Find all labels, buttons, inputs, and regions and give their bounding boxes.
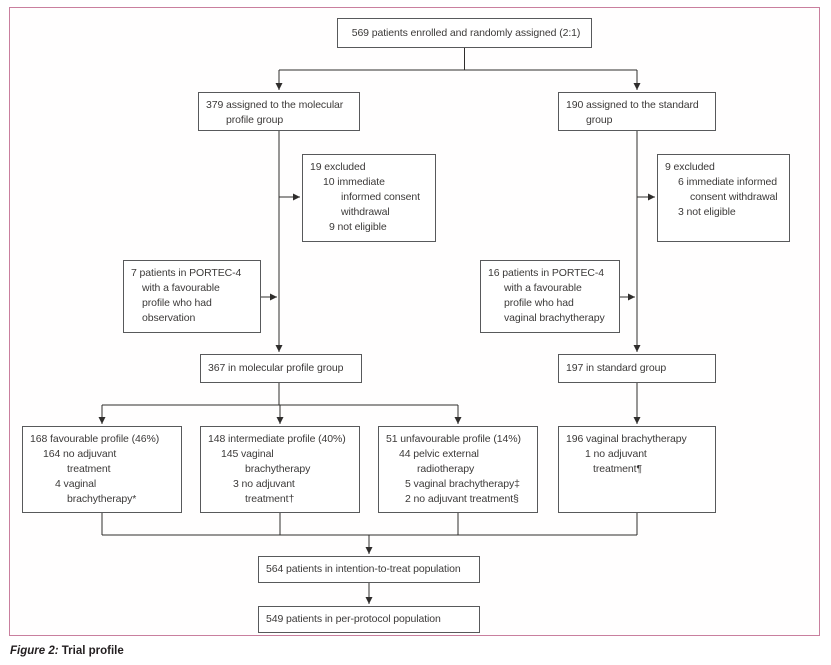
flow-box-line: 51 unfavourable profile (14%) (386, 433, 521, 445)
flow-box-line: profile group (226, 114, 284, 126)
flow-box-std-portec4: 16 patients in PORTEC-4 with a favourabl… (480, 260, 620, 333)
flow-box-unfavourable-profile: 51 unfavourable profile (14%) 44 pelvic … (378, 426, 538, 513)
flow-box-line: 564 patients in intention-to-treat popul… (266, 563, 461, 575)
flow-box-line: with a favourable (142, 282, 220, 294)
flow-box-line: 197 in standard group (566, 362, 667, 374)
flow-box-line: 168 favourable profile (46%) (30, 433, 160, 445)
flow-box-line: 3 no adjuvant (233, 478, 295, 490)
flow-box-favourable-profile: 168 favourable profile (46%) 164 no adju… (22, 426, 182, 513)
flow-box-line: 10 immediate (323, 176, 385, 188)
flow-box-std-treatment: 196 vaginal brachytherapy 1 no adjuvant … (558, 426, 716, 513)
flow-box-line: profile who had (504, 297, 574, 309)
flow-box-intermediate-profile: 148 intermediate profile (40%) 145 vagin… (200, 426, 360, 513)
flow-box-line: 379 assigned to the molecular (206, 99, 344, 111)
flow-box-line: observation (142, 312, 196, 324)
flow-box-line: consent withdrawal (690, 191, 778, 203)
flow-box-line: vaginal brachytherapy (504, 312, 605, 324)
flow-box-line: 196 vaginal brachytherapy (566, 433, 687, 445)
flow-box-line: 1 no adjuvant (585, 448, 647, 460)
flow-box-line: 3 not eligible (678, 206, 736, 218)
flow-box-line: radiotherapy (417, 463, 475, 475)
flow-box-line: treatment (67, 463, 111, 475)
flow-box-itt-population: 564 patients in intention-to-treat popul… (258, 556, 480, 583)
flow-box-line: treatment† (245, 493, 295, 505)
flow-box-line: 19 excluded (310, 161, 366, 173)
flow-box-line: 44 pelvic external (399, 448, 479, 460)
flow-box-per-protocol-population: 549 patients in per-protocol population (258, 606, 480, 633)
flow-box-line: 145 vaginal (221, 448, 274, 460)
flow-box-line: with a favourable (504, 282, 582, 294)
flow-box-line: 164 no adjuvant (43, 448, 117, 460)
flow-box-mol-excluded: 19 excluded 10 immediate informed consen… (302, 154, 436, 242)
flow-box-mol-group: 367 in molecular profile group (200, 354, 362, 383)
flow-box-line: treatment¶ (593, 463, 642, 475)
flow-box-line: 549 patients in per-protocol population (266, 613, 441, 625)
flow-box-line: brachytherapy (245, 463, 311, 475)
flow-box-line: 190 assigned to the standard (566, 99, 699, 111)
figure-caption-label: Figure 2: (10, 645, 59, 657)
flow-box-line: brachytherapy* (67, 493, 137, 505)
flow-box-line: 16 patients in PORTEC-4 (488, 267, 604, 279)
flow-box-line: 5 vaginal brachytherapy‡ (405, 478, 520, 490)
flow-box-enrolled: 569 patients enrolled and randomly assig… (337, 18, 592, 48)
flow-box-mol-portec4: 7 patients in PORTEC-4 with a favourable… (123, 260, 261, 333)
flow-box-line: 569 patients enrolled and randomly assig… (351, 26, 581, 39)
flow-box-line: 7 patients in PORTEC-4 (131, 267, 242, 279)
flow-box-mol-assigned: 379 assigned to the molecular profile gr… (198, 92, 360, 131)
flow-box-line: 6 immediate informed (678, 176, 777, 188)
flow-box-line: informed consent (341, 191, 420, 203)
flow-box-std-excluded: 9 excluded 6 immediate informed consent … (657, 154, 790, 242)
flow-box-line: 148 intermediate profile (40%) (208, 433, 346, 445)
flow-box-std-group: 197 in standard group (558, 354, 716, 383)
flow-box-std-assigned: 190 assigned to the standard group (558, 92, 716, 131)
figure-caption-title: Trial profile (58, 645, 124, 657)
flow-box-line: 4 vaginal (55, 478, 97, 490)
flow-box-line: 367 in molecular profile group (208, 362, 344, 374)
flow-box-line: 9 excluded (665, 161, 715, 173)
flow-box-line: group (586, 114, 613, 126)
flow-box-line: withdrawal (341, 206, 390, 218)
flow-box-line: 2 no adjuvant treatment§ (405, 493, 519, 505)
flow-box-line: 9 not eligible (329, 221, 387, 233)
flow-box-line: profile who had (142, 297, 212, 309)
figure-caption: Figure 2: Trial profile (10, 645, 124, 657)
